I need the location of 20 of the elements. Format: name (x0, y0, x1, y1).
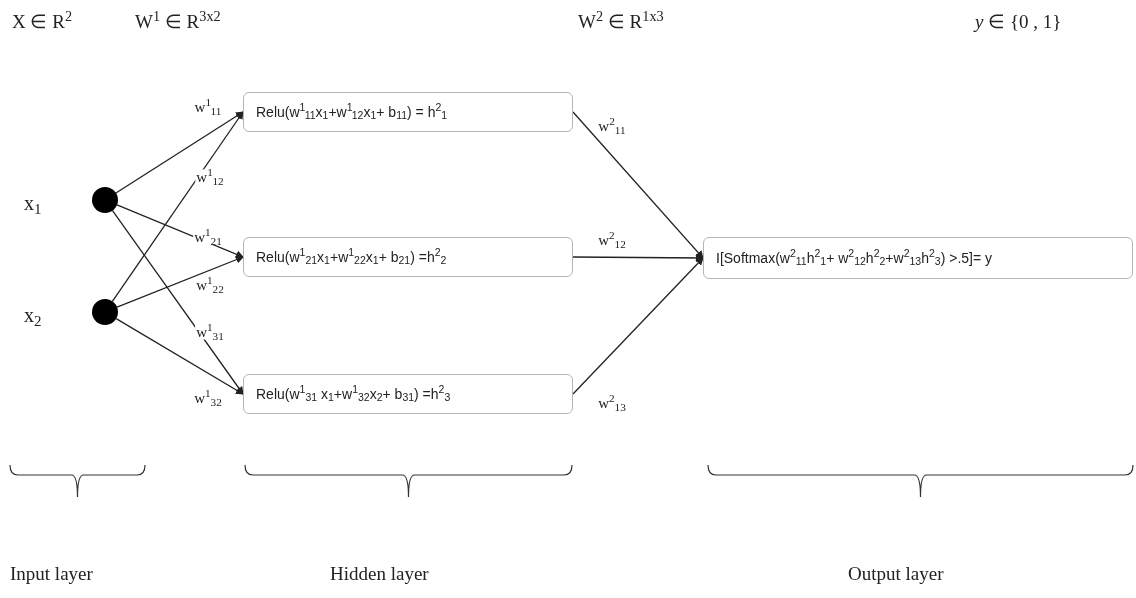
arrow (111, 209, 244, 395)
input-neuron (92, 187, 118, 213)
math-label: W$^{2}$ ∈ R$^{1x3}$ (578, 8, 664, 34)
variable-label: x$_{2}$ (24, 303, 42, 330)
math-label: X ∈ R$^{2}$ (12, 8, 73, 34)
arrow (572, 111, 704, 259)
input-neuron (92, 299, 118, 325)
arrow (111, 111, 244, 302)
math-label: y ∈ {0 , 1} (975, 10, 1062, 34)
layer-label: Input layer (10, 562, 93, 586)
arrow (572, 253, 704, 262)
variable-label: x$_{1}$ (24, 191, 42, 218)
formula-box: I[Softmax(w$^{2}$$_{11}$h$^{2}$$_{1}$+ w$^{2}$$_{12}$h$^{2}$$_{2}$+w$^{2}$$_{13}$h$^{2}$$_{3}$) >.5]= y (703, 237, 1133, 279)
layer-label: Output layer (848, 562, 944, 586)
arrow (115, 111, 244, 194)
arrow (572, 257, 704, 395)
arrow (116, 255, 244, 308)
math-label: W$^{1}$ ∈ R$^{3x2}$ (135, 8, 221, 34)
arrow (115, 318, 244, 395)
layer-label: Hidden layer (330, 562, 429, 586)
